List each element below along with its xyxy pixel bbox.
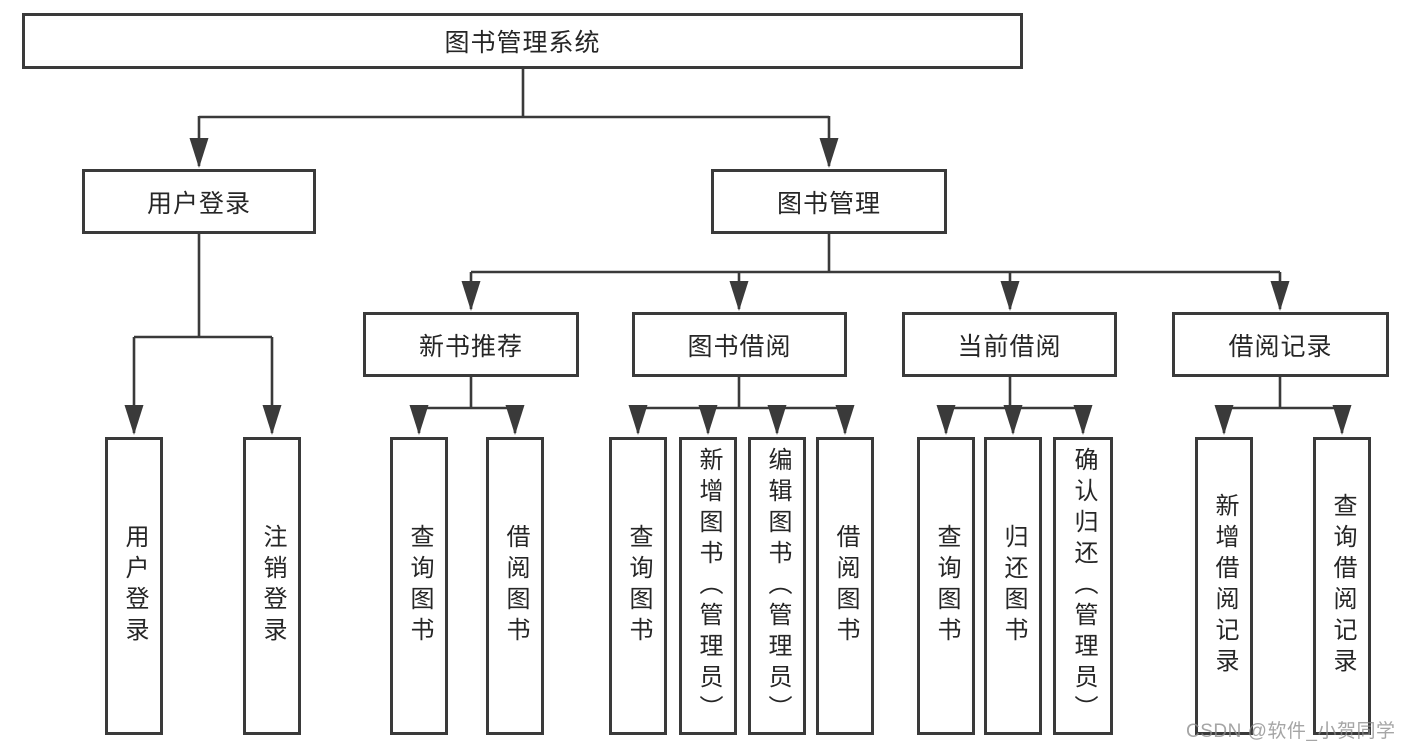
node-user-login: 用户登录 (82, 169, 316, 234)
node-borrow-records-label: 借阅记录 (1228, 332, 1333, 361)
leaf-confirm-return-admin-label: 确认归还（管理员） (1070, 446, 1097, 726)
leaf-recommend-query-books-label: 查询图书 (406, 524, 433, 648)
node-book-borrow-label: 图书借阅 (687, 332, 792, 361)
leaf-borrow-books-label: 借阅图书 (832, 524, 859, 648)
node-current-borrow: 当前借阅 (902, 312, 1117, 377)
node-book-management: 图书管理 (711, 169, 947, 234)
leaf-return-books: 归还图书 (984, 437, 1042, 735)
leaf-query-borrow-record: 查询借阅记录 (1313, 437, 1371, 735)
leaf-user-login-label: 用户登录 (121, 524, 148, 648)
node-current-borrow-label: 当前借阅 (957, 332, 1062, 361)
leaf-current-query-books-label: 查询图书 (933, 524, 960, 648)
node-root-system-label: 图书管理系统 (444, 29, 601, 57)
leaf-user-login: 用户登录 (105, 437, 163, 735)
leaf-borrow-books: 借阅图书 (816, 437, 874, 735)
leaf-recommend-borrow-books-label: 借阅图书 (502, 524, 529, 648)
node-borrow-records: 借阅记录 (1172, 312, 1389, 377)
leaf-confirm-return-admin: 确认归还（管理员） (1053, 437, 1113, 735)
leaf-edit-books-admin-label: 编辑图书（管理员） (764, 446, 791, 726)
leaf-recommend-query-books: 查询图书 (390, 437, 448, 735)
leaf-add-borrow-record: 新增借阅记录 (1195, 437, 1253, 735)
leaf-borrow-query-books-label: 查询图书 (625, 524, 652, 648)
leaf-add-books-admin-label: 新增图书（管理员） (695, 446, 722, 726)
leaf-add-borrow-record-label: 新增借阅记录 (1211, 493, 1238, 679)
node-book-management-label: 图书管理 (776, 189, 881, 218)
leaf-edit-books-admin: 编辑图书（管理员） (748, 437, 806, 735)
leaf-current-query-books: 查询图书 (917, 437, 975, 735)
node-user-login-label: 用户登录 (146, 189, 251, 218)
node-book-borrow: 图书借阅 (632, 312, 847, 377)
connector-lines (124, 68, 1352, 435)
leaf-query-borrow-record-label: 查询借阅记录 (1329, 493, 1356, 679)
leaf-borrow-query-books: 查询图书 (609, 437, 667, 735)
leaf-logout-label: 注销登录 (259, 524, 286, 648)
leaf-add-books-admin: 新增图书（管理员） (679, 437, 737, 735)
node-new-book-recommend-label: 新书推荐 (418, 332, 523, 361)
leaf-recommend-borrow-books: 借阅图书 (486, 437, 544, 735)
leaf-return-books-label: 归还图书 (1000, 524, 1027, 648)
node-new-book-recommend: 新书推荐 (363, 312, 579, 377)
leaf-logout: 注销登录 (243, 437, 301, 735)
node-root-system: 图书管理系统 (22, 13, 1023, 69)
csdn-watermark: CSDN @软件_小贺同学 (1186, 721, 1396, 742)
